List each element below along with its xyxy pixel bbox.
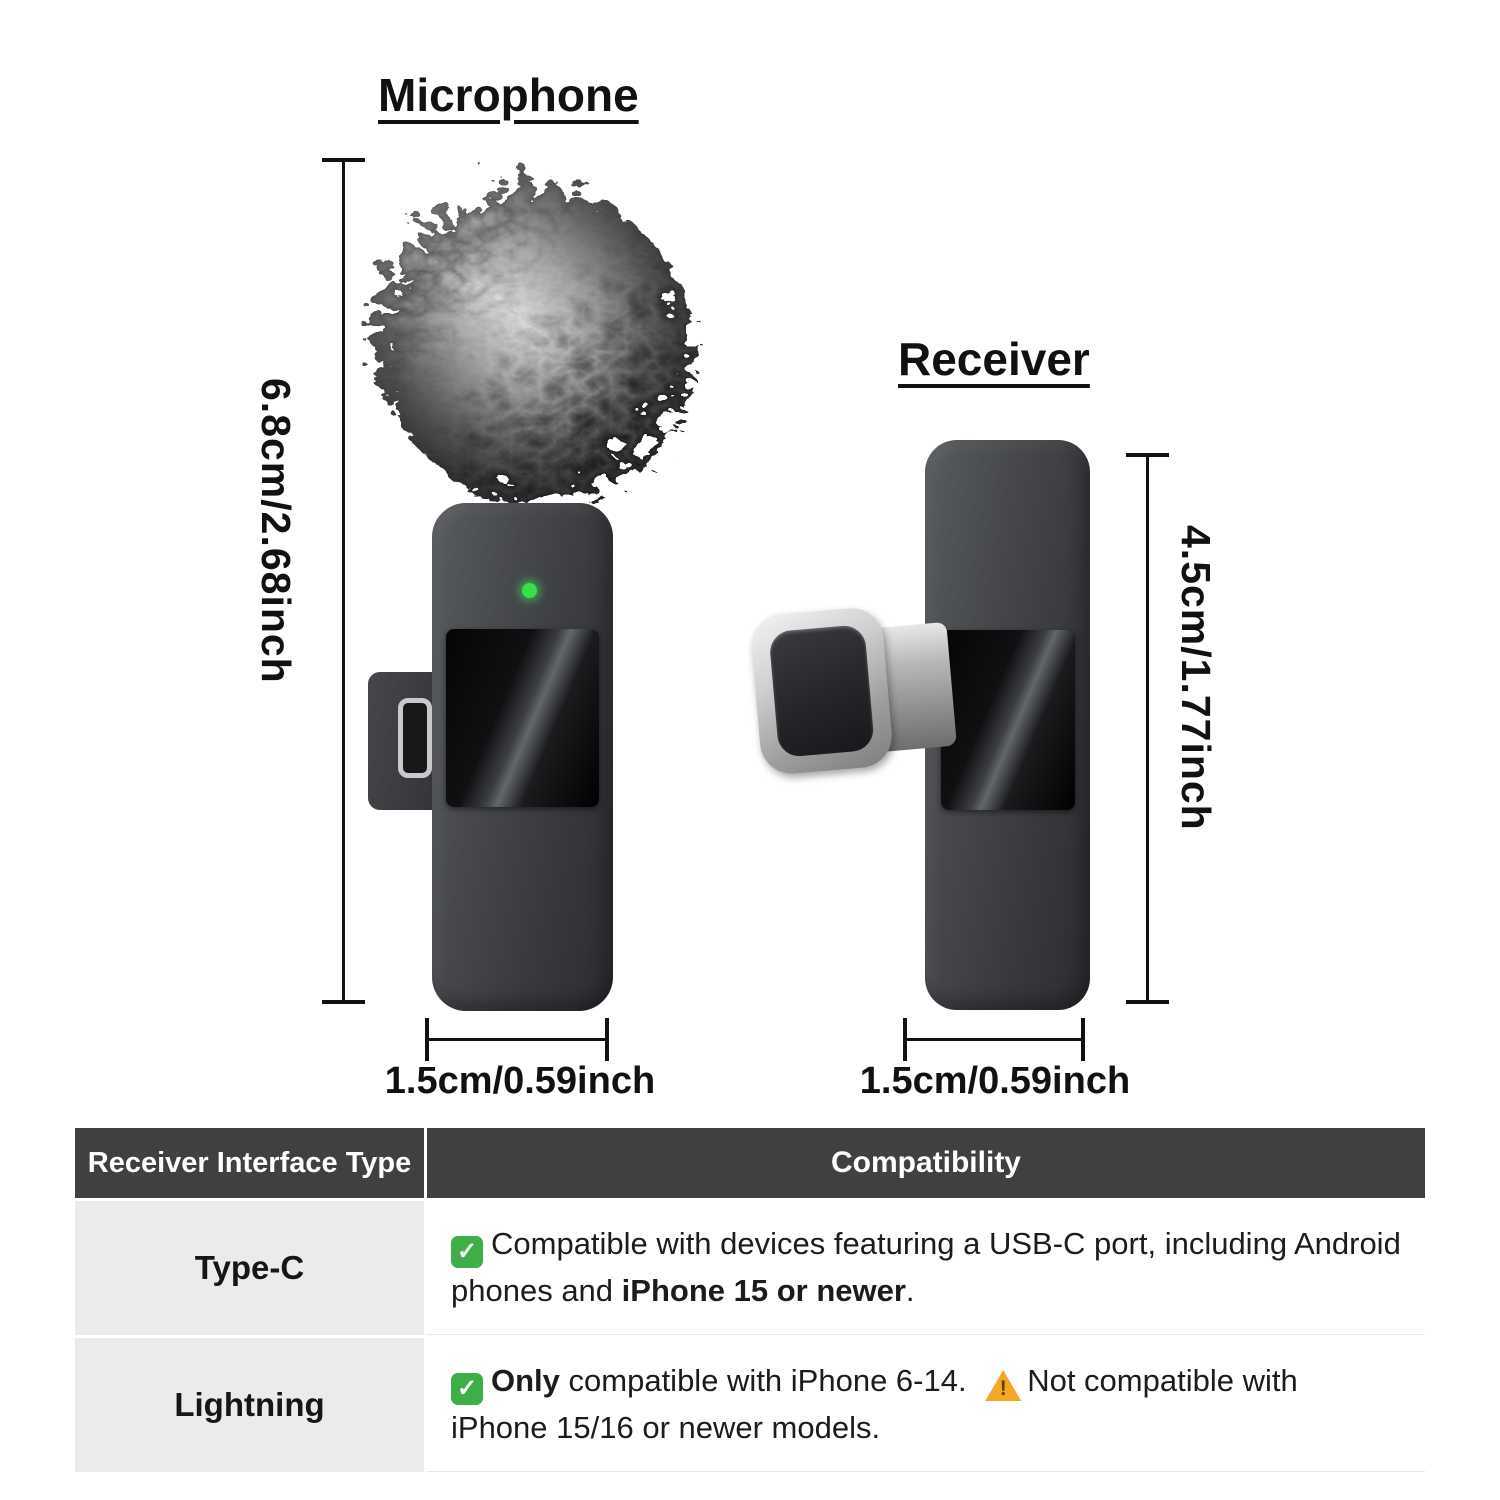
table-row-lightning-compatibility: ✓ Only compatible with iPhone 6-14. !Not … (427, 1337, 1425, 1472)
mic-width-dimension-line (427, 1038, 609, 1041)
mic-charging-port (398, 698, 432, 778)
mic-body (432, 503, 613, 1011)
receiver-height-label: 4.5cm/1.77inch (1173, 525, 1219, 831)
warning-icon: ! (985, 1370, 1022, 1402)
receiver-width-right-cap (1081, 1018, 1085, 1061)
lightning-text-mid: compatible with iPhone 6-14. (559, 1362, 976, 1398)
receiver-usb-c-plug (748, 600, 963, 787)
table-header-interface-type: Receiver Interface Type (75, 1128, 424, 1198)
warning-glyph: ! (999, 1376, 1007, 1400)
receiver-gloss-panel (941, 630, 1075, 810)
mic-width-label: 1.5cm/0.59inch (384, 1060, 656, 1102)
table-row-type-c-compatibility: ✓Compatible with devices featuring a USB… (427, 1201, 1425, 1335)
receiver-width-left-cap (903, 1018, 907, 1061)
receiver-height-top-cap (1126, 453, 1169, 457)
receiver-width-label: 1.5cm/0.59inch (859, 1060, 1131, 1102)
mic-height-dimension-line (342, 160, 345, 1002)
table-row-lightning-label: Lightning (75, 1337, 424, 1472)
type-c-text-end: . (905, 1273, 915, 1308)
mic-width-right-cap (605, 1018, 609, 1061)
mic-status-led (522, 583, 537, 598)
check-glyph: ✓ (456, 1374, 478, 1402)
receiver-height-dimension-line (1146, 455, 1149, 1002)
mic-width-left-cap (425, 1018, 429, 1061)
mic-gloss-panel (446, 629, 599, 807)
mic-height-label: 6.8cm/2.68inch (253, 378, 299, 684)
lightning-text-end: Not compatible with iPhone 15/16 or newe… (451, 1362, 1298, 1445)
type-c-bold-text: iPhone 15 or newer (621, 1273, 906, 1308)
table-header-compatibility: Compatibility (427, 1128, 1425, 1198)
check-glyph: ✓ (456, 1238, 478, 1265)
mic-windscreen-fur-ball (364, 174, 676, 486)
receiver-width-dimension-line (905, 1038, 1085, 1041)
compatibility-table: Receiver Interface Type Compatibility Ty… (75, 1128, 1425, 1472)
receiver-height-bottom-cap (1126, 1000, 1169, 1004)
mic-height-top-cap (322, 158, 365, 162)
table-row-type-c-label: Type-C (75, 1201, 424, 1335)
check-icon: ✓ (451, 1372, 483, 1405)
lightning-bold-lead: Only (491, 1362, 560, 1398)
usb-c-plug-face (748, 605, 895, 777)
receiver-title: Receiver (898, 333, 1090, 385)
type-c-text: Compatible with devices featuring a USB-… (451, 1226, 1401, 1308)
check-icon: ✓ (451, 1236, 483, 1268)
mic-height-bottom-cap (322, 1000, 365, 1004)
usb-c-plug-slot (768, 624, 876, 758)
microphone-title: Microphone (378, 69, 639, 121)
